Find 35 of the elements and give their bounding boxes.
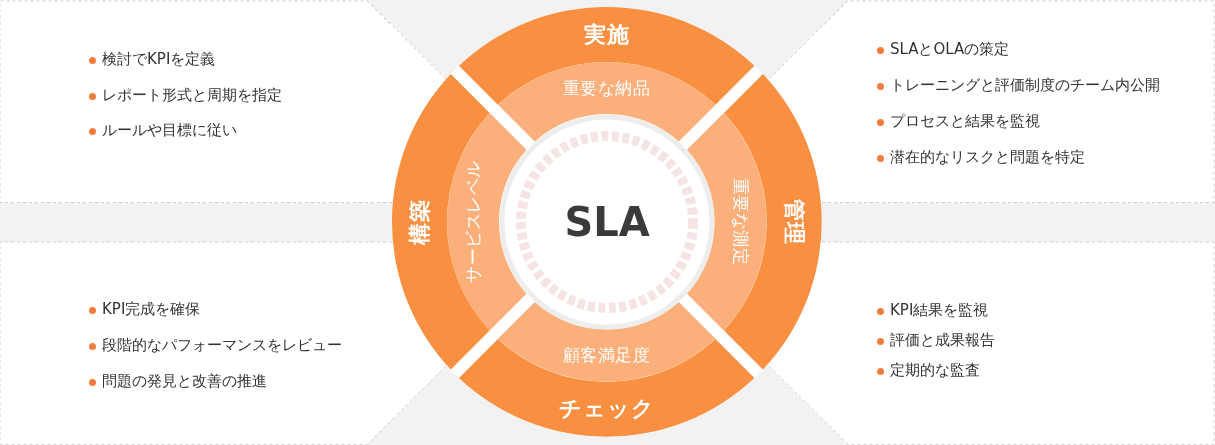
list-item: レポート形式と周期を指定 <box>102 85 282 105</box>
segment-label: 重要な測定 <box>730 178 753 266</box>
center-circle <box>499 114 715 330</box>
list-item: トレーニングと評価制度のチーム内公開 <box>890 75 1160 95</box>
segment-label: サービスレベル <box>461 160 484 284</box>
segment-label: 管理 <box>781 199 809 245</box>
segment-label: 構築 <box>405 199 433 245</box>
list-item: 定期的な監査 <box>890 360 980 380</box>
ring-segment <box>392 74 490 370</box>
list-item: SLAとOLAの策定 <box>890 39 1010 59</box>
list-item: 問題の発見と改善の推進 <box>102 371 267 391</box>
list-panel <box>0 0 392 202</box>
ring-segment <box>447 113 527 331</box>
list-panel <box>822 0 1214 202</box>
list-item: KPI結果を監視 <box>890 300 989 320</box>
list-item: 評価と成果報告 <box>890 330 995 350</box>
ring-segment <box>687 113 767 331</box>
ring-segment <box>459 7 755 105</box>
segment-label: チェック <box>559 395 655 424</box>
ring-segment <box>498 302 716 382</box>
list-item: ルールや目標に従い <box>102 120 237 140</box>
center-label: SLA <box>564 199 650 245</box>
list-panel <box>822 242 1214 445</box>
ring-segment <box>724 74 822 370</box>
segment-label: 顧客満足度 <box>563 344 651 368</box>
list-item: KPI完成を確保 <box>102 299 201 319</box>
segment-label: 重要な納品 <box>563 76 651 100</box>
list-item: プロセスと結果を監視 <box>890 111 1040 131</box>
list-panel <box>0 242 392 445</box>
ring-segment <box>459 339 755 437</box>
list-item: 段階的なパフォーマンスをレビュー <box>102 335 342 355</box>
ring-segment <box>498 62 716 142</box>
list-item: 潜在的なリスクと問題を特定 <box>890 147 1085 167</box>
list-item: 検討でKPIを定義 <box>102 49 216 69</box>
segment-label: 実施 <box>584 20 630 49</box>
